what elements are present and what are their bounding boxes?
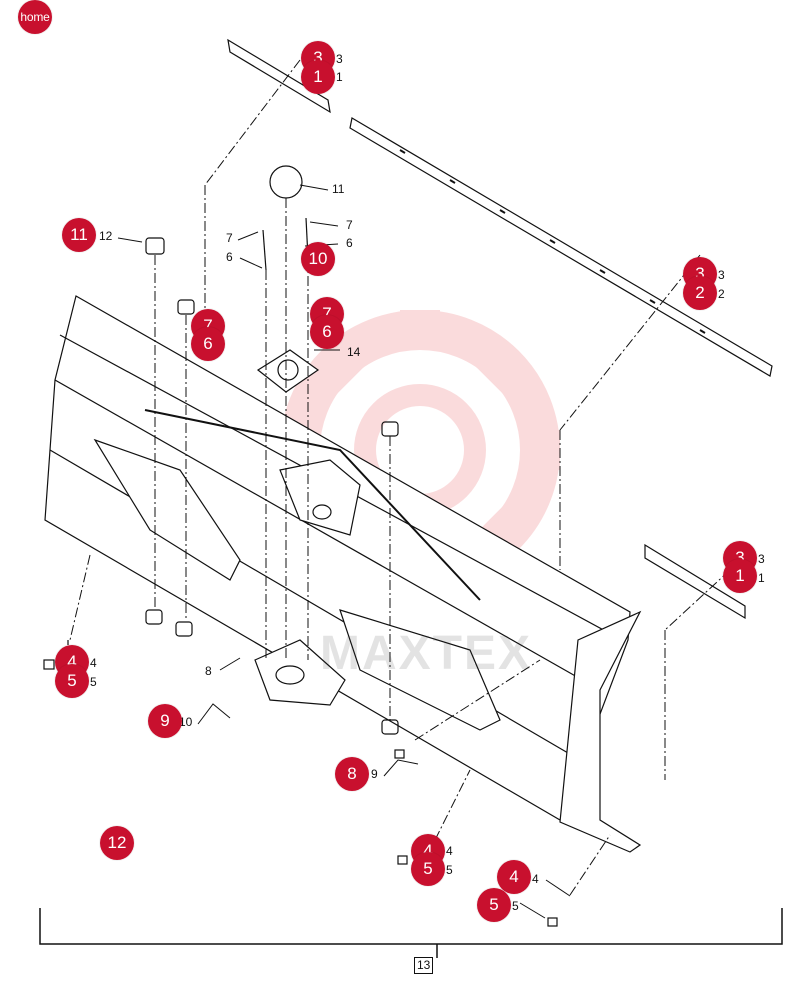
end-bit-lower xyxy=(644,543,746,620)
part-label: 5 xyxy=(90,675,97,689)
part-label: 8 xyxy=(205,664,212,678)
part-label: 1 xyxy=(758,571,765,585)
callout-8[interactable]: 8 xyxy=(335,757,369,791)
part-label: 3 xyxy=(758,552,765,566)
part-label: 5 xyxy=(446,863,453,877)
part-label: 5 xyxy=(512,899,519,913)
home-button[interactable]: home xyxy=(18,0,52,34)
callout-5[interactable]: 5 xyxy=(55,664,89,698)
part-label: 7 xyxy=(346,218,353,232)
callout-12[interactable]: 12 xyxy=(100,826,134,860)
callout-6[interactable]: 6 xyxy=(191,327,225,361)
assembly-label: 13 xyxy=(414,957,434,974)
ball-joint xyxy=(269,165,303,199)
part-label: 3 xyxy=(718,268,725,282)
end-bit-top xyxy=(227,38,331,114)
part-label: 1 xyxy=(336,70,343,84)
callout-5[interactable]: 5 xyxy=(477,888,511,922)
part-label: 12 xyxy=(99,229,113,243)
part-label: 6 xyxy=(346,236,353,250)
callout-9[interactable]: 9 xyxy=(148,704,182,738)
part-label: 4 xyxy=(446,844,453,858)
part-label: 9 xyxy=(371,767,378,781)
callout-1[interactable]: 1 xyxy=(723,559,757,593)
callout-2[interactable]: 2 xyxy=(683,276,717,310)
watermark-text: MAXTEX xyxy=(320,627,533,680)
part-label: 14 xyxy=(347,345,361,359)
part-label: 3 xyxy=(336,52,343,66)
callout-10[interactable]: 10 xyxy=(301,242,335,276)
blade-end-plate xyxy=(559,610,642,853)
part-label: 6 xyxy=(226,250,233,264)
cutting-edge xyxy=(349,117,773,377)
part-label: 11 xyxy=(332,182,345,196)
callout-11[interactable]: 11 xyxy=(62,218,96,252)
part-label: 2 xyxy=(718,287,725,301)
callout-1[interactable]: 1 xyxy=(301,60,335,94)
callout-5[interactable]: 5 xyxy=(411,852,445,886)
part-label: 4 xyxy=(90,656,97,670)
callout-6[interactable]: 6 xyxy=(310,315,344,349)
part-label: 4 xyxy=(532,872,539,886)
part-label: 7 xyxy=(226,231,233,245)
callout-4[interactable]: 4 xyxy=(497,860,531,894)
part-label: 10 xyxy=(179,715,193,729)
